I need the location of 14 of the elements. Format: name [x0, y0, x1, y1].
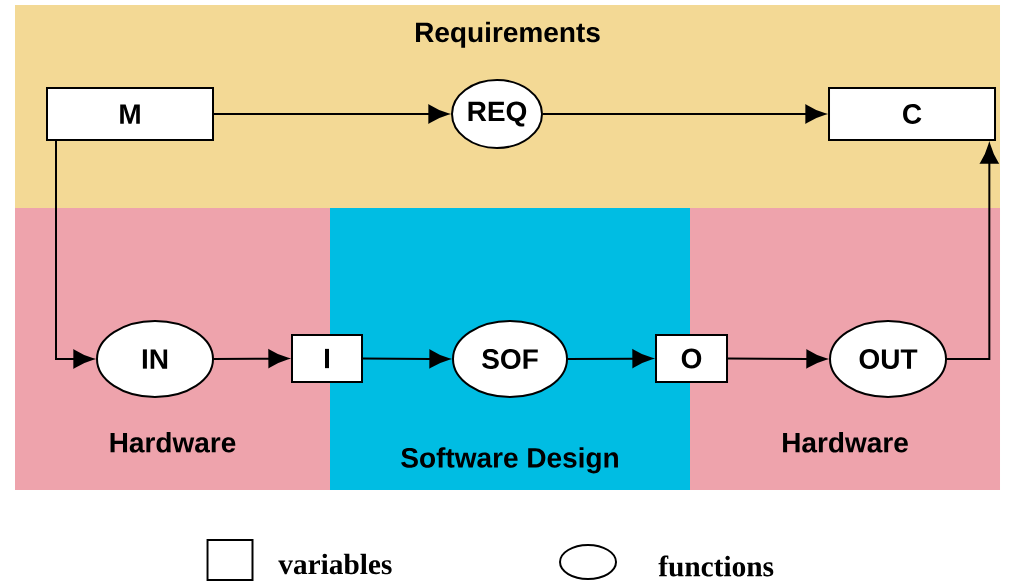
variable-box: O — [655, 334, 728, 383]
arrow — [213, 104, 449, 124]
arrow — [727, 349, 827, 368]
legend-label: variables — [278, 553, 392, 575]
variable-box: I — [291, 334, 363, 383]
arrow — [55, 140, 94, 369]
arrow — [542, 104, 826, 124]
variable-box: M — [46, 87, 214, 141]
arrow — [213, 349, 289, 368]
variable-box: C — [828, 87, 996, 141]
arrow — [362, 349, 450, 368]
arrow — [946, 143, 999, 360]
arrow — [567, 349, 653, 368]
legend-label: functions — [658, 555, 774, 577]
